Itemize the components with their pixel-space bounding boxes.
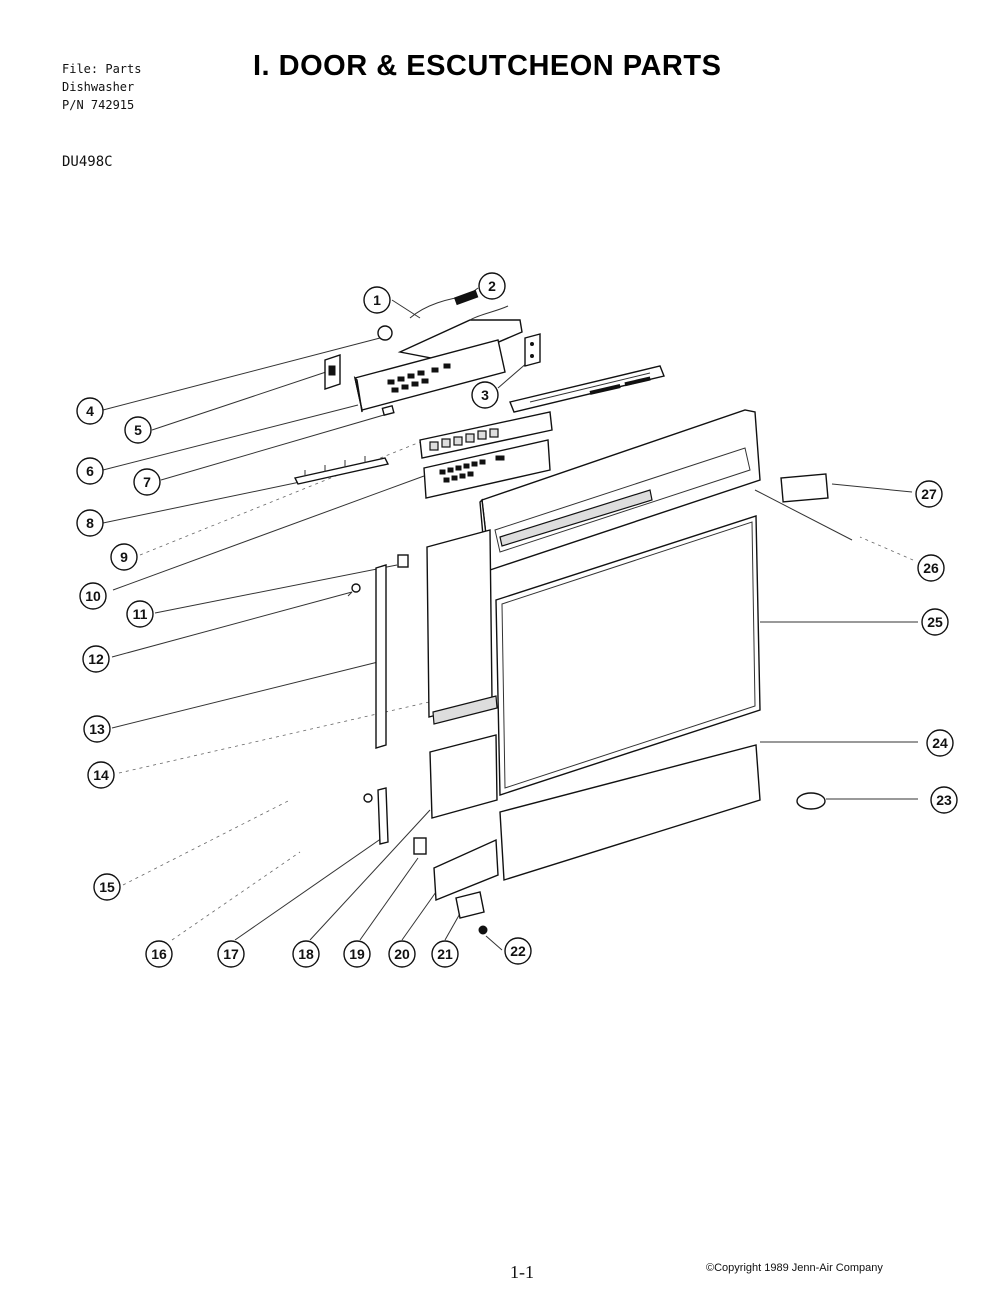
callout-label: 23 (936, 792, 952, 808)
callout-4: 4 (76, 397, 104, 425)
part-9-button-strip (419, 411, 553, 459)
page-title: I. DOOR & ESCUTCHEON PARTS (253, 50, 722, 82)
file-line: File: Parts (62, 62, 142, 76)
leader-lines (102, 287, 918, 951)
part-25-door-panel (495, 515, 761, 796)
callout-label: 8 (86, 515, 94, 531)
callout-2: 2 (478, 272, 506, 300)
callout-16: 16 (145, 940, 173, 968)
callout-label: 2 (488, 278, 496, 294)
callout-label: 17 (223, 946, 239, 962)
part-11-clip (397, 554, 409, 568)
callout-5: 5 (124, 416, 152, 444)
part-16-screw (363, 793, 373, 803)
part-21-hinge (455, 891, 485, 919)
callout-8: 8 (76, 509, 104, 537)
callout-23: 23 (930, 786, 958, 814)
callout-7: 7 (133, 468, 161, 496)
callout-14: 14 (87, 761, 115, 789)
callout-21: 21 (431, 940, 459, 968)
callout-24: 24 (926, 729, 954, 757)
callout-11: 11 (126, 600, 154, 628)
model-number: DU498C (62, 154, 113, 170)
callout-label: 21 (437, 946, 453, 962)
part-14-channel (432, 695, 498, 725)
callout-label: 27 (921, 486, 937, 502)
callout-9: 9 (110, 543, 138, 571)
part-7-knob (381, 404, 395, 417)
callout-1: 1 (363, 286, 391, 314)
callout-27: 27 (915, 480, 943, 508)
callout-17: 17 (217, 940, 245, 968)
part-18-lower-inner (429, 734, 498, 819)
callout-22: 22 (504, 937, 532, 965)
part-8-comb-strip (293, 456, 390, 485)
callout-label: 10 (85, 588, 101, 604)
callout-label: 18 (298, 946, 314, 962)
callout-label: 15 (99, 879, 115, 895)
callout-label: 7 (143, 474, 151, 490)
callout-label: 26 (923, 560, 939, 576)
callout-13: 13 (83, 715, 111, 743)
part-13-side-strip (375, 564, 387, 749)
callout-10: 10 (79, 582, 107, 610)
part-10-overlay (423, 439, 551, 499)
callout-26: 26 (917, 554, 945, 582)
part-6-control-housing (353, 339, 506, 413)
part-19-bracket (413, 837, 427, 855)
part-12-screw (347, 583, 361, 597)
part-17-lower-strip (377, 787, 389, 845)
callout-label: 9 (120, 549, 128, 565)
callout-label: 22 (510, 943, 526, 959)
part-1-lamp (377, 325, 393, 341)
copyright-notice: ©Copyright 1989 Jenn-Air Company (706, 1262, 883, 1274)
callout-label: 11 (133, 606, 148, 622)
page-number: 1-1 (510, 1262, 534, 1282)
part-27-nameplate (780, 473, 829, 503)
callout-15: 15 (93, 873, 121, 901)
part-top-rail (509, 365, 665, 413)
callout-label: 13 (89, 721, 105, 737)
callout-25: 25 (921, 608, 949, 636)
callout-label: 14 (93, 767, 109, 783)
callout-label: 19 (349, 946, 365, 962)
part-3-bracket (524, 333, 541, 367)
callout-label: 5 (134, 422, 142, 438)
part-23-cable-clip (796, 792, 826, 810)
callout-label: 12 (88, 651, 104, 667)
callout-label: 1 (373, 292, 381, 308)
part-20-bottom-rail (433, 838, 499, 902)
part-24-kick-panel (499, 744, 761, 881)
callout-label: 25 (927, 614, 943, 630)
callout-label: 20 (394, 946, 410, 962)
callout-12: 12 (82, 645, 110, 673)
callout-label: 16 (151, 946, 167, 962)
callout-label: 4 (86, 403, 94, 419)
file-info: File: Parts Dishwasher P/N 742915 (62, 60, 141, 114)
callout-3: 3 (471, 381, 499, 409)
callout-18: 18 (292, 940, 320, 968)
callout-label: 24 (932, 735, 948, 751)
part-22-fastener (478, 925, 488, 935)
part-inner-panel (426, 529, 493, 718)
callout-20: 20 (388, 940, 416, 968)
callout-19: 19 (343, 940, 371, 968)
part-5-switch (324, 354, 341, 390)
callout-6: 6 (76, 457, 104, 485)
callout-label: 3 (481, 387, 489, 403)
part-number-line: P/N 742915 (62, 98, 135, 112)
callout-label: 6 (86, 463, 94, 479)
product-line: Dishwasher (62, 80, 135, 94)
